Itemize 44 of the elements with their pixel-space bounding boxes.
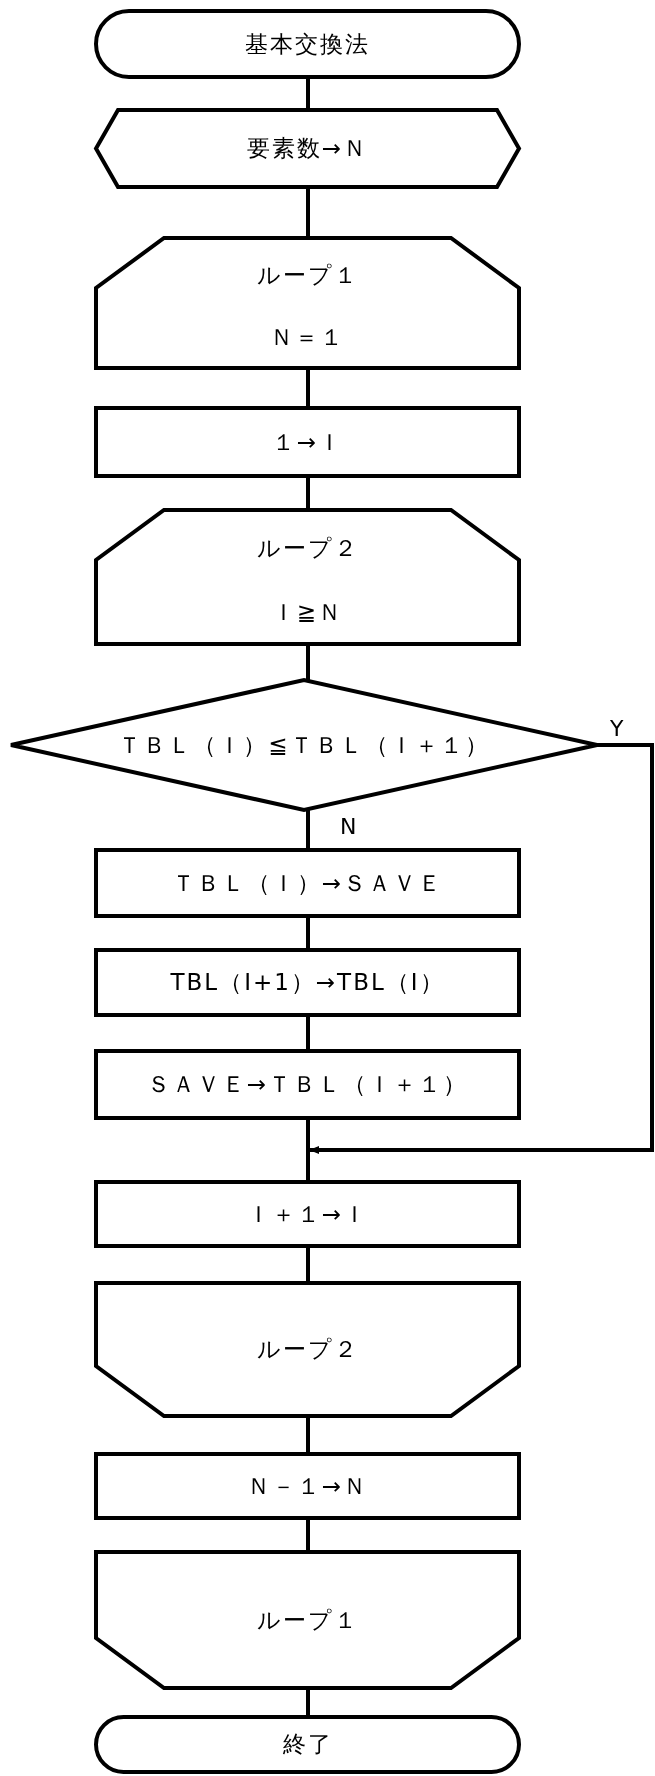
step-text: ループ１	[256, 260, 359, 290]
loop-start-box	[96, 510, 519, 644]
connector-line	[306, 916, 310, 950]
step-text: ＳＡＶＥ→ＴＢＬ（Ｉ＋１）	[146, 1070, 469, 1099]
connector-line	[306, 1518, 310, 1552]
connector-line	[306, 1015, 310, 1051]
process-box	[96, 950, 519, 1015]
terminal-shape	[96, 1717, 519, 1772]
connector-line	[306, 476, 310, 510]
step-text: Ｎ－１→Ｎ	[246, 1471, 369, 1501]
preparation-hexagon	[96, 110, 519, 187]
connector-line	[306, 1246, 310, 1283]
connector-line	[306, 1118, 310, 1182]
connector-line	[306, 810, 310, 850]
connector-line	[306, 1416, 310, 1454]
step-text: ループ２	[256, 1335, 359, 1364]
loop-start-box	[96, 238, 519, 368]
connector-line	[306, 187, 310, 238]
step-text: 基本交換法	[245, 29, 370, 59]
process-box	[96, 408, 519, 476]
loop-end-box	[96, 1283, 519, 1416]
connector-line	[306, 1688, 310, 1717]
step-text: １→Ｉ	[271, 427, 344, 457]
step-text: Ｉ＋１→Ｉ	[246, 1199, 369, 1229]
step-text: 終了	[282, 1730, 333, 1759]
step-text: ＴＢＬ（Ｉ）→ＳＡＶＥ	[171, 868, 444, 898]
step-text: ループ２	[256, 533, 359, 563]
step-text: 要素数→Ｎ	[246, 134, 369, 163]
step-text: ＴＢＬ（Ｉ）≦ＴＢＬ（Ｉ＋１）	[118, 730, 490, 760]
process-box	[96, 1182, 519, 1246]
terminal-shape	[96, 11, 519, 77]
step-text: Ｉ≧Ｎ	[271, 597, 344, 627]
loop-end-box	[96, 1552, 519, 1688]
connector-line	[306, 644, 310, 680]
step-text: Ｎ＝１	[270, 322, 345, 352]
connector-line	[306, 77, 310, 110]
process-box	[96, 1051, 519, 1118]
step-text: ループ１	[256, 1605, 359, 1635]
process-box	[96, 1454, 519, 1518]
arrow	[309, 743, 654, 1154]
decision-diamond	[11, 680, 597, 810]
step-text: TBL（I+1）→TBL（I）	[170, 968, 445, 997]
connector-line	[306, 368, 310, 408]
process-box	[96, 850, 519, 916]
